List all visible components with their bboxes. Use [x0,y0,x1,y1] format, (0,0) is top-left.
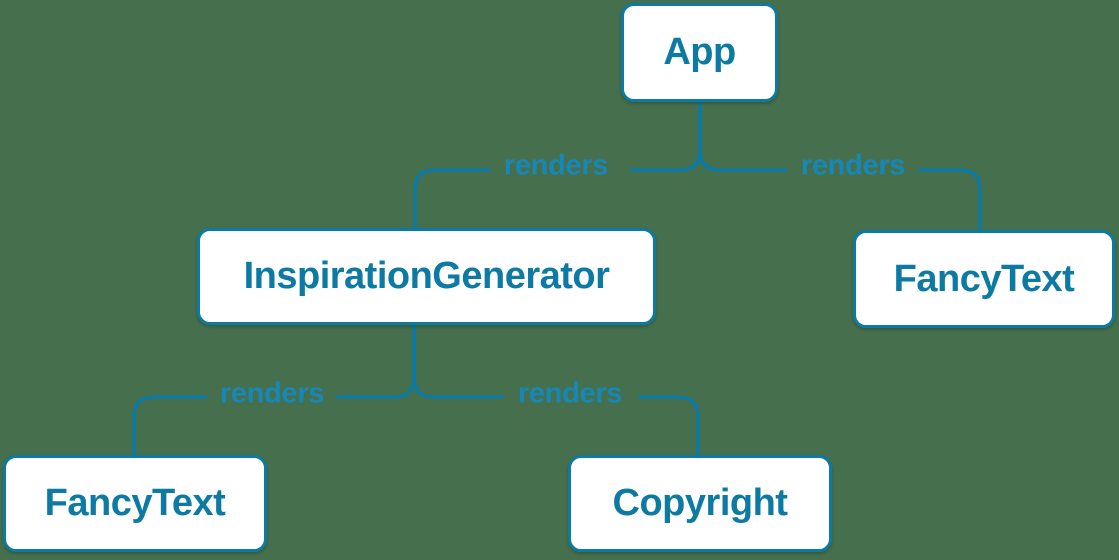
edge-label-renders: renders [517,377,623,410]
edge-label-renders: renders [503,149,609,182]
node-inspiration-generator: InspirationGenerator [197,228,656,325]
edge-label-renders: renders [219,377,325,410]
edge-inspirationgenerator-to-copyright [412,323,700,457]
edge-label-renders: renders [800,149,906,182]
node-fancy-text-top: FancyText [853,230,1115,328]
node-app: App [621,3,778,102]
node-fancy-text-bottom: FancyText [3,455,267,552]
node-copyright: Copyright [568,455,832,552]
edge-app-to-fancytext [698,100,982,232]
